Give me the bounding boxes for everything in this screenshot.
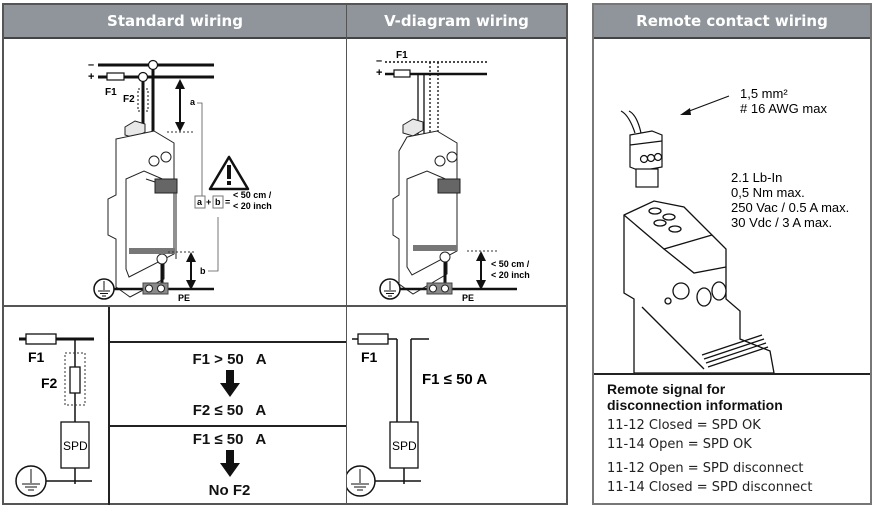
arrow-up-icon: [186, 252, 196, 262]
arrow-icon: [680, 108, 691, 115]
rule-result: No F2: [208, 482, 251, 499]
remote-signal-info: Remote signal for disconnection informat…: [594, 373, 870, 503]
f2-label: F2: [123, 94, 135, 105]
pe-label: PE: [178, 293, 190, 303]
rule-result: F2 ≤ 50 A: [192, 402, 267, 419]
signal-ok-line: 11-12 Closed = SPD OK: [607, 418, 761, 433]
v-diagram-wiring-title: V-diagram wiring: [347, 5, 566, 39]
f1-label: F1: [105, 87, 117, 98]
torque-spec-line: 2.1 Lb-In: [731, 170, 782, 185]
terminal-block-icon: [142, 282, 169, 295]
formula-a: a: [197, 197, 203, 207]
limit-inch: < 20 inch: [233, 201, 272, 211]
rule-row: F1 ≤ 50 A No F2: [110, 427, 349, 507]
arrow-down-icon: [186, 280, 196, 290]
spd-label: SPD: [63, 439, 88, 453]
signal-ok-line: 11-14 Open = SPD OK: [607, 437, 752, 452]
standard-wiring-panel: Standard wiring – + F1 F2 a: [2, 3, 349, 505]
limit-cm: < 50 cm /: [233, 190, 272, 200]
ground-icon: [347, 465, 376, 497]
v-diagram-illustration: F1 – + < 50 cm / < 20 inch: [376, 50, 530, 303]
fuse-f2-optional-box: [64, 352, 86, 406]
standard-wiring-title: Standard wiring: [4, 5, 346, 39]
divider: [4, 305, 346, 307]
schematic-f1-label: F1: [28, 349, 45, 365]
limit-inch: < 20 inch: [491, 270, 530, 280]
minus-label: –: [376, 55, 382, 67]
torque-spec-line: 0,5 Nm max.: [731, 185, 805, 200]
v-diagram-wiring-panel: V-diagram wiring F1 – + < 50 cm / < 20 i…: [346, 3, 568, 505]
remote-contact-wiring-title: Remote contact wiring: [594, 5, 870, 39]
limit-cm: < 50 cm /: [491, 259, 530, 269]
distance-b-label: b: [200, 266, 206, 276]
signal-fail-line: 11-12 Open = SPD disconnect: [607, 461, 804, 476]
terminal-block-icon: [426, 282, 453, 295]
spd-device-illustration: [392, 118, 461, 295]
pe-label: PE: [462, 293, 474, 303]
arrow-down-icon: [476, 280, 486, 290]
rule-condition: F1 ≤ 50 A: [192, 431, 267, 448]
plus-label: +: [376, 67, 382, 79]
junction-negative: [147, 59, 159, 71]
arrow-down-icon: [219, 370, 240, 397]
signal-title-line: disconnection information: [607, 397, 783, 413]
minus-label: –: [88, 59, 94, 71]
wire-spec-line: 1,5 mm²: [740, 86, 788, 101]
signal-title-line: Remote signal for: [607, 381, 726, 397]
signal-fail-line: 11-14 Closed = SPD disconnect: [607, 480, 813, 495]
formula-plus: +: [206, 197, 211, 207]
wire-spec-line: # 16 AWG max: [740, 101, 827, 116]
remote-connector-plug: [620, 110, 663, 188]
standard-schematic: F1 F2 SPD: [15, 333, 94, 497]
ground-icon: [15, 465, 47, 497]
v-diagram-schematic: F1 F1 ≤ 50 A SPD: [347, 333, 487, 497]
standard-wiring-diagram: – + F1 F2 a: [88, 59, 272, 303]
ground-icon: [93, 278, 115, 300]
fuse-f1-icon: [25, 333, 57, 345]
fuse-f2-icon: [69, 366, 81, 394]
ground-icon: [379, 278, 401, 300]
schematic-f2-label: F2: [41, 375, 58, 391]
f1-label: F1: [396, 50, 408, 61]
formula-equals: =: [225, 197, 230, 207]
fuse-rules-table: F1 > 50 A F2 ≤ 50 A F1 ≤ 50 A No F2: [108, 307, 349, 505]
fuse-f1-icon: [357, 333, 389, 345]
fuse-f1-icon: [393, 69, 411, 78]
distance-a-label: a: [190, 97, 196, 107]
spd-device-illustration: [623, 200, 775, 373]
arrow-up-icon: [476, 251, 486, 261]
remote-contact-wiring-panel: Remote contact wiring: [592, 3, 872, 505]
rule-row: F1 > 50 A F2 ≤ 50 A: [110, 343, 349, 427]
arrow-down-icon: [175, 122, 185, 132]
spd-device-illustration: [107, 120, 178, 298]
spd-box: [60, 421, 90, 469]
schematic-f1-label: F1: [361, 349, 378, 365]
fuse-f1-icon: [106, 72, 125, 81]
warning-icon: [208, 155, 250, 191]
divider: [347, 305, 566, 307]
spd-label: SPD: [392, 439, 417, 453]
junction-positive: [137, 71, 149, 83]
torque-spec-line: 250 Vac / 0.5 A max.: [731, 200, 849, 215]
torque-spec-line: 30 Vdc / 3 A max.: [731, 215, 832, 230]
plus-label: +: [88, 71, 94, 83]
arrow-down-icon: [219, 450, 240, 477]
formula-b: b: [215, 197, 221, 207]
rule-condition: F1 > 50 A: [192, 351, 267, 368]
remote-contact-illustration: 1,5 mm² # 16 AWG max 2.1 Lb-In 0,5 Nm ma…: [620, 86, 849, 373]
arrow-up-icon: [175, 79, 185, 89]
rule-label: F1 ≤ 50 A: [422, 371, 487, 388]
